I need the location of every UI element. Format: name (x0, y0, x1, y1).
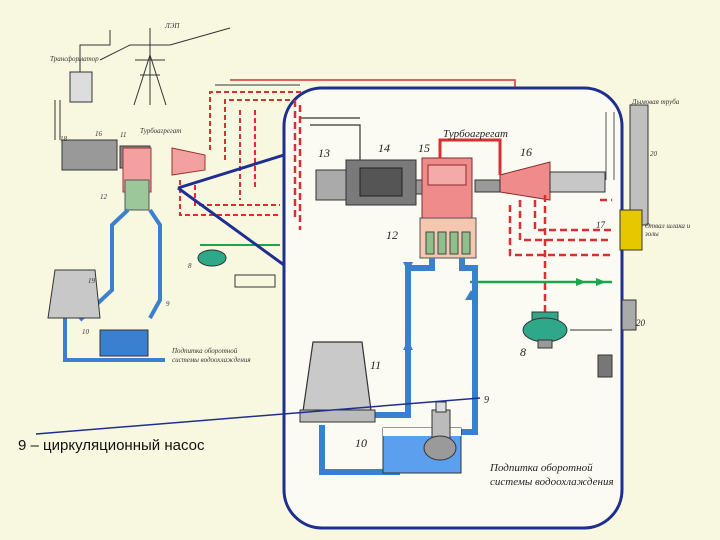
small-turbine (171, 147, 206, 176)
zoom-label-15: 15 (418, 141, 430, 155)
zoom-subsidy-line1: Подпитка оборотной (490, 462, 593, 474)
small-label-10: 10 (82, 328, 89, 336)
exciter-13 (315, 169, 347, 201)
right-panel (597, 104, 649, 378)
small-transformer-label: Трансформатор (50, 55, 99, 63)
power-line-tower (99, 27, 231, 106)
caption-pointer (35, 397, 481, 435)
cooling-tower-11 (301, 341, 373, 419)
ash-dump-label: Отвал шлака и золы (645, 222, 691, 238)
small-steam-lines (179, 91, 310, 216)
zoom-label-12: 12 (386, 228, 398, 242)
small-label-11: 11 (120, 131, 127, 139)
small-cooling-tower (47, 269, 101, 319)
chimney (629, 104, 649, 226)
small-label-19: 19 (88, 277, 95, 285)
small-label-8: 8 (188, 262, 192, 270)
pump-8 (522, 311, 568, 349)
small-generator (61, 139, 118, 171)
steam-dashed-lines (293, 100, 612, 320)
zoom-label-20: 20 (636, 318, 645, 328)
small-label-16: 16 (95, 130, 102, 138)
zoom-label-14: 14 (378, 141, 390, 155)
zoom-subsidy-line2: системы водоохлаждения (490, 476, 614, 488)
zoom-label-11: 11 (370, 358, 382, 372)
small-label-12: 12 (100, 193, 107, 201)
circulation-pump-9 (423, 401, 457, 461)
small-subsidy-label: Подпитка оборотной системы водоохлаждени… (172, 347, 251, 364)
ash-dump (619, 209, 643, 251)
zoom-label-13: 13 (318, 146, 330, 160)
small-turbounit-label: Турбоагрегат (140, 127, 182, 135)
zoom-label-9: 9 (484, 395, 489, 406)
small-label-18: 18 (60, 135, 67, 143)
small-lep-label: ЛЭП (165, 22, 180, 30)
zoom-pointer (177, 153, 285, 267)
zoom-diagram (35, 100, 612, 475)
zoom-turbounit-label: Турбоагрегат (443, 128, 508, 140)
small-label-9: 9 (166, 300, 170, 308)
zoom-label-16: 16 (520, 145, 532, 159)
zoom-label-10: 10 (355, 436, 367, 450)
right-label-20: 20 (650, 150, 657, 158)
transformer (69, 71, 93, 103)
zoom-label-8: 8 (520, 345, 526, 359)
zoom-label-17: 17 (596, 220, 605, 230)
chimney-label: Дымовая труба (632, 98, 680, 106)
steam-main-line (438, 138, 502, 175)
caption-circulation-pump: 9 – циркуляционный насос (18, 437, 205, 454)
small-pump-8 (197, 249, 227, 267)
